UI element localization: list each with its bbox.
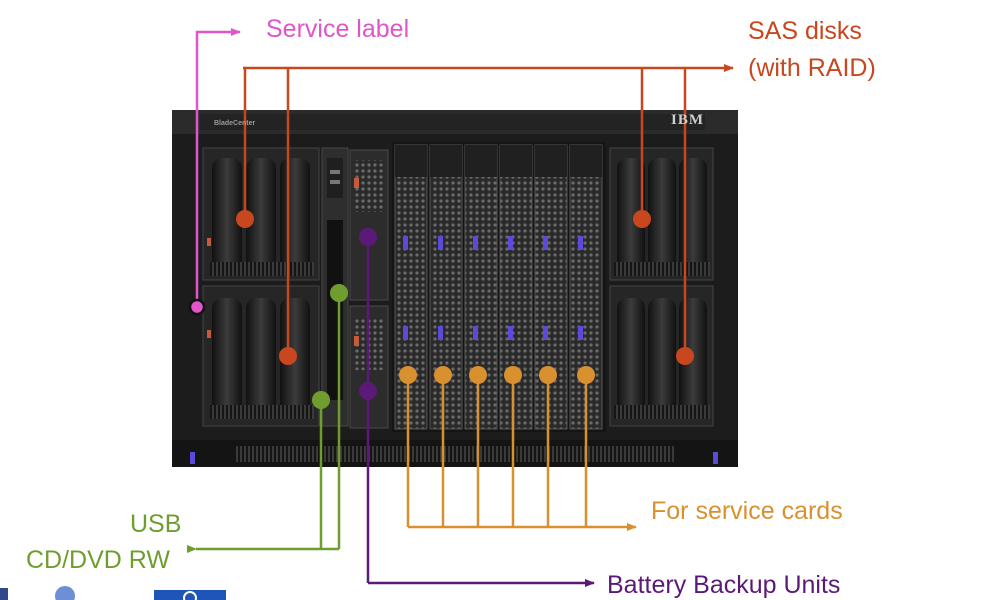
blade-slot — [464, 144, 498, 430]
blade-slot — [499, 144, 533, 430]
bladecenter-product-text: BladeCenter — [214, 120, 256, 127]
left-disk-bays — [202, 147, 320, 427]
cropped-logo-icon — [154, 590, 226, 600]
service-label-text: Service label — [266, 15, 410, 43]
sas-disks-raid-label: (with RAID) — [748, 54, 876, 82]
blade-slot — [394, 144, 428, 430]
usb-label: USB — [130, 510, 182, 538]
globe-icon — [55, 586, 75, 600]
sas-disks-callout — [236, 64, 734, 365]
service-cards-callout — [399, 366, 637, 531]
blade-slots — [392, 142, 606, 432]
service-label-callout — [188, 28, 241, 316]
cropped-icon — [0, 588, 8, 600]
cd-dvd-label: CD/DVD RW — [26, 546, 170, 574]
right-disk-bays — [609, 147, 714, 427]
sas-disks-label: SAS disks — [748, 17, 862, 45]
battery-callout — [359, 228, 595, 587]
service-cards-label: For service cards — [651, 497, 843, 525]
blade-slot — [429, 144, 463, 430]
battery-backup-label: Battery Backup Units — [607, 571, 841, 599]
usb-cddvd-callout — [187, 284, 348, 553]
cropped-app-icons — [0, 586, 226, 600]
blade-slot — [534, 144, 568, 430]
ibm-logo: IBM — [671, 112, 704, 128]
